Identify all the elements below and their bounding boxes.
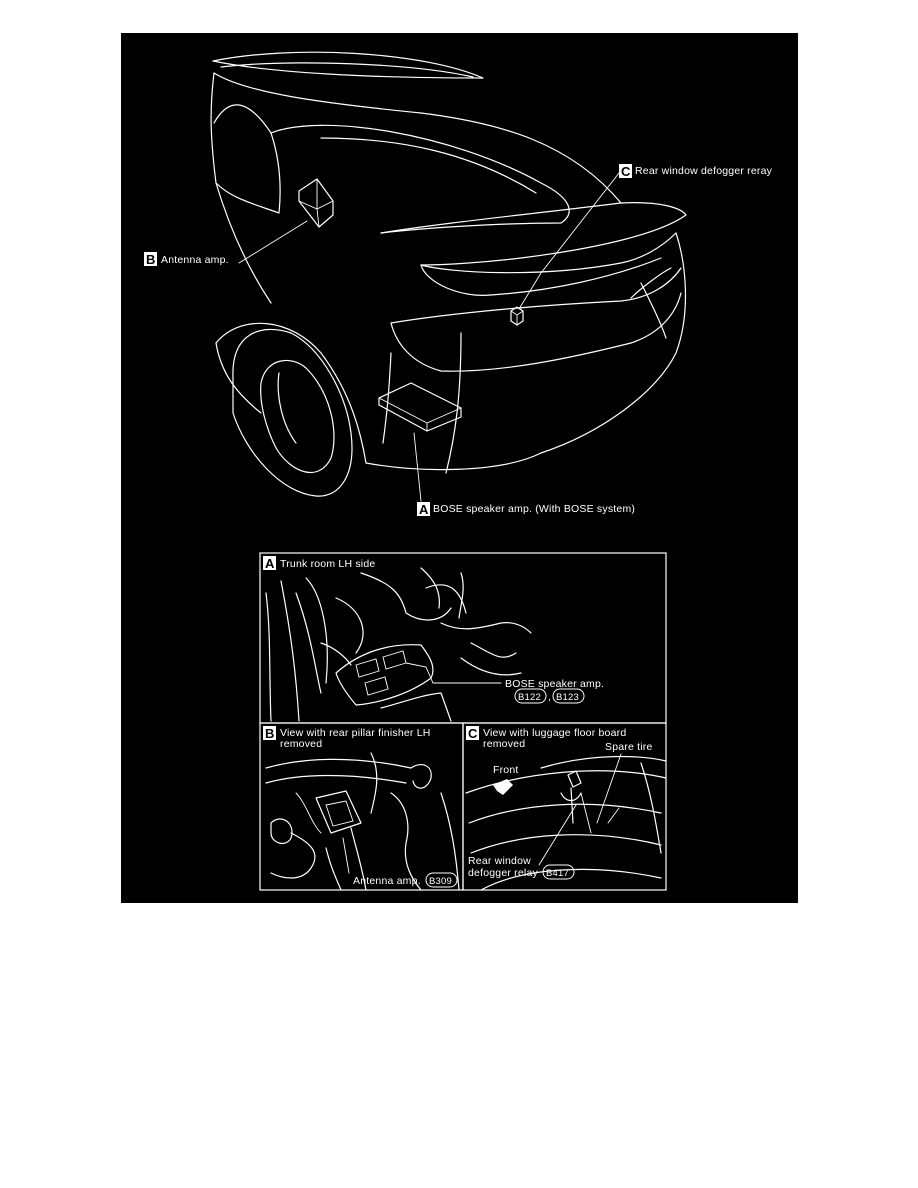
detail-c-letter: C bbox=[468, 726, 478, 741]
callout-c-leader bbox=[518, 172, 620, 310]
diagram-canvas: C Rear window defogger reray B Antenna a… bbox=[144, 51, 773, 891]
detail-b-title-line1: View with rear pillar finisher LH bbox=[280, 727, 431, 739]
car-rear-illustration bbox=[210, 51, 687, 497]
detail-panel-b: B View with rear pillar finisher LH remo… bbox=[259, 722, 464, 891]
detail-c-part-line1: Rear window bbox=[468, 855, 531, 867]
detail-b-title-line2: removed bbox=[280, 738, 322, 750]
callout-a-leader bbox=[413, 432, 422, 502]
callout-a-label: BOSE speaker amp. (With BOSE system) bbox=[433, 503, 635, 515]
callout-c-letter: C bbox=[621, 164, 631, 179]
detail-b-part-label: Antenna amp. bbox=[353, 875, 421, 887]
connector-separator: , bbox=[548, 691, 551, 703]
callout-c-box bbox=[619, 164, 632, 178]
detail-c-box bbox=[466, 726, 479, 740]
callout-b-letter: B bbox=[146, 252, 156, 267]
connector-badge bbox=[425, 872, 458, 888]
detail-c-title-line2: removed bbox=[483, 738, 525, 750]
connector-label: B417 bbox=[546, 868, 569, 879]
connector-badge bbox=[542, 864, 575, 880]
connector-badge bbox=[514, 688, 547, 704]
connector-label: B122 bbox=[518, 692, 541, 703]
detail-a-box bbox=[263, 556, 276, 570]
callout-b-box bbox=[144, 252, 157, 266]
detail-panel-c: C View with luggage floor board removed … bbox=[462, 722, 667, 891]
callout-b: B Antenna amp. bbox=[144, 252, 229, 267]
callout-c-label: Rear window defogger reray bbox=[635, 165, 773, 177]
callout-a: A BOSE speaker amp. (With BOSE system) bbox=[417, 502, 635, 517]
front-arrow-icon bbox=[493, 779, 513, 795]
callout-b-label: Antenna amp. bbox=[161, 254, 229, 266]
detail-c-front-label: Front bbox=[493, 764, 519, 776]
detail-b-box bbox=[263, 726, 276, 740]
callout-b-leader bbox=[238, 220, 308, 264]
connector-badge bbox=[552, 688, 585, 704]
connector-label: B309 bbox=[429, 876, 452, 887]
detail-a-title: Trunk room LH side bbox=[280, 558, 375, 570]
detail-c-frame bbox=[462, 722, 667, 891]
detail-panel-a: A Trunk room LH side BOSE speaker amp. B… bbox=[259, 552, 667, 724]
callout-a-box bbox=[417, 502, 430, 516]
detail-a-part-label: BOSE speaker amp. bbox=[505, 678, 604, 690]
detail-b-letter: B bbox=[265, 726, 275, 741]
component-location-diagram: C Rear window defogger reray B Antenna a… bbox=[121, 33, 798, 903]
detail-c-spare-label: Spare tire bbox=[605, 741, 653, 753]
connector-label: B123 bbox=[556, 692, 579, 703]
detail-a-letter: A bbox=[265, 556, 275, 571]
detail-c-title-line1: View with luggage floor board bbox=[483, 727, 626, 739]
callout-c: C Rear window defogger reray bbox=[619, 164, 773, 179]
detail-c-part-line2: defogger relay bbox=[468, 867, 538, 879]
callout-a-letter: A bbox=[419, 502, 429, 517]
